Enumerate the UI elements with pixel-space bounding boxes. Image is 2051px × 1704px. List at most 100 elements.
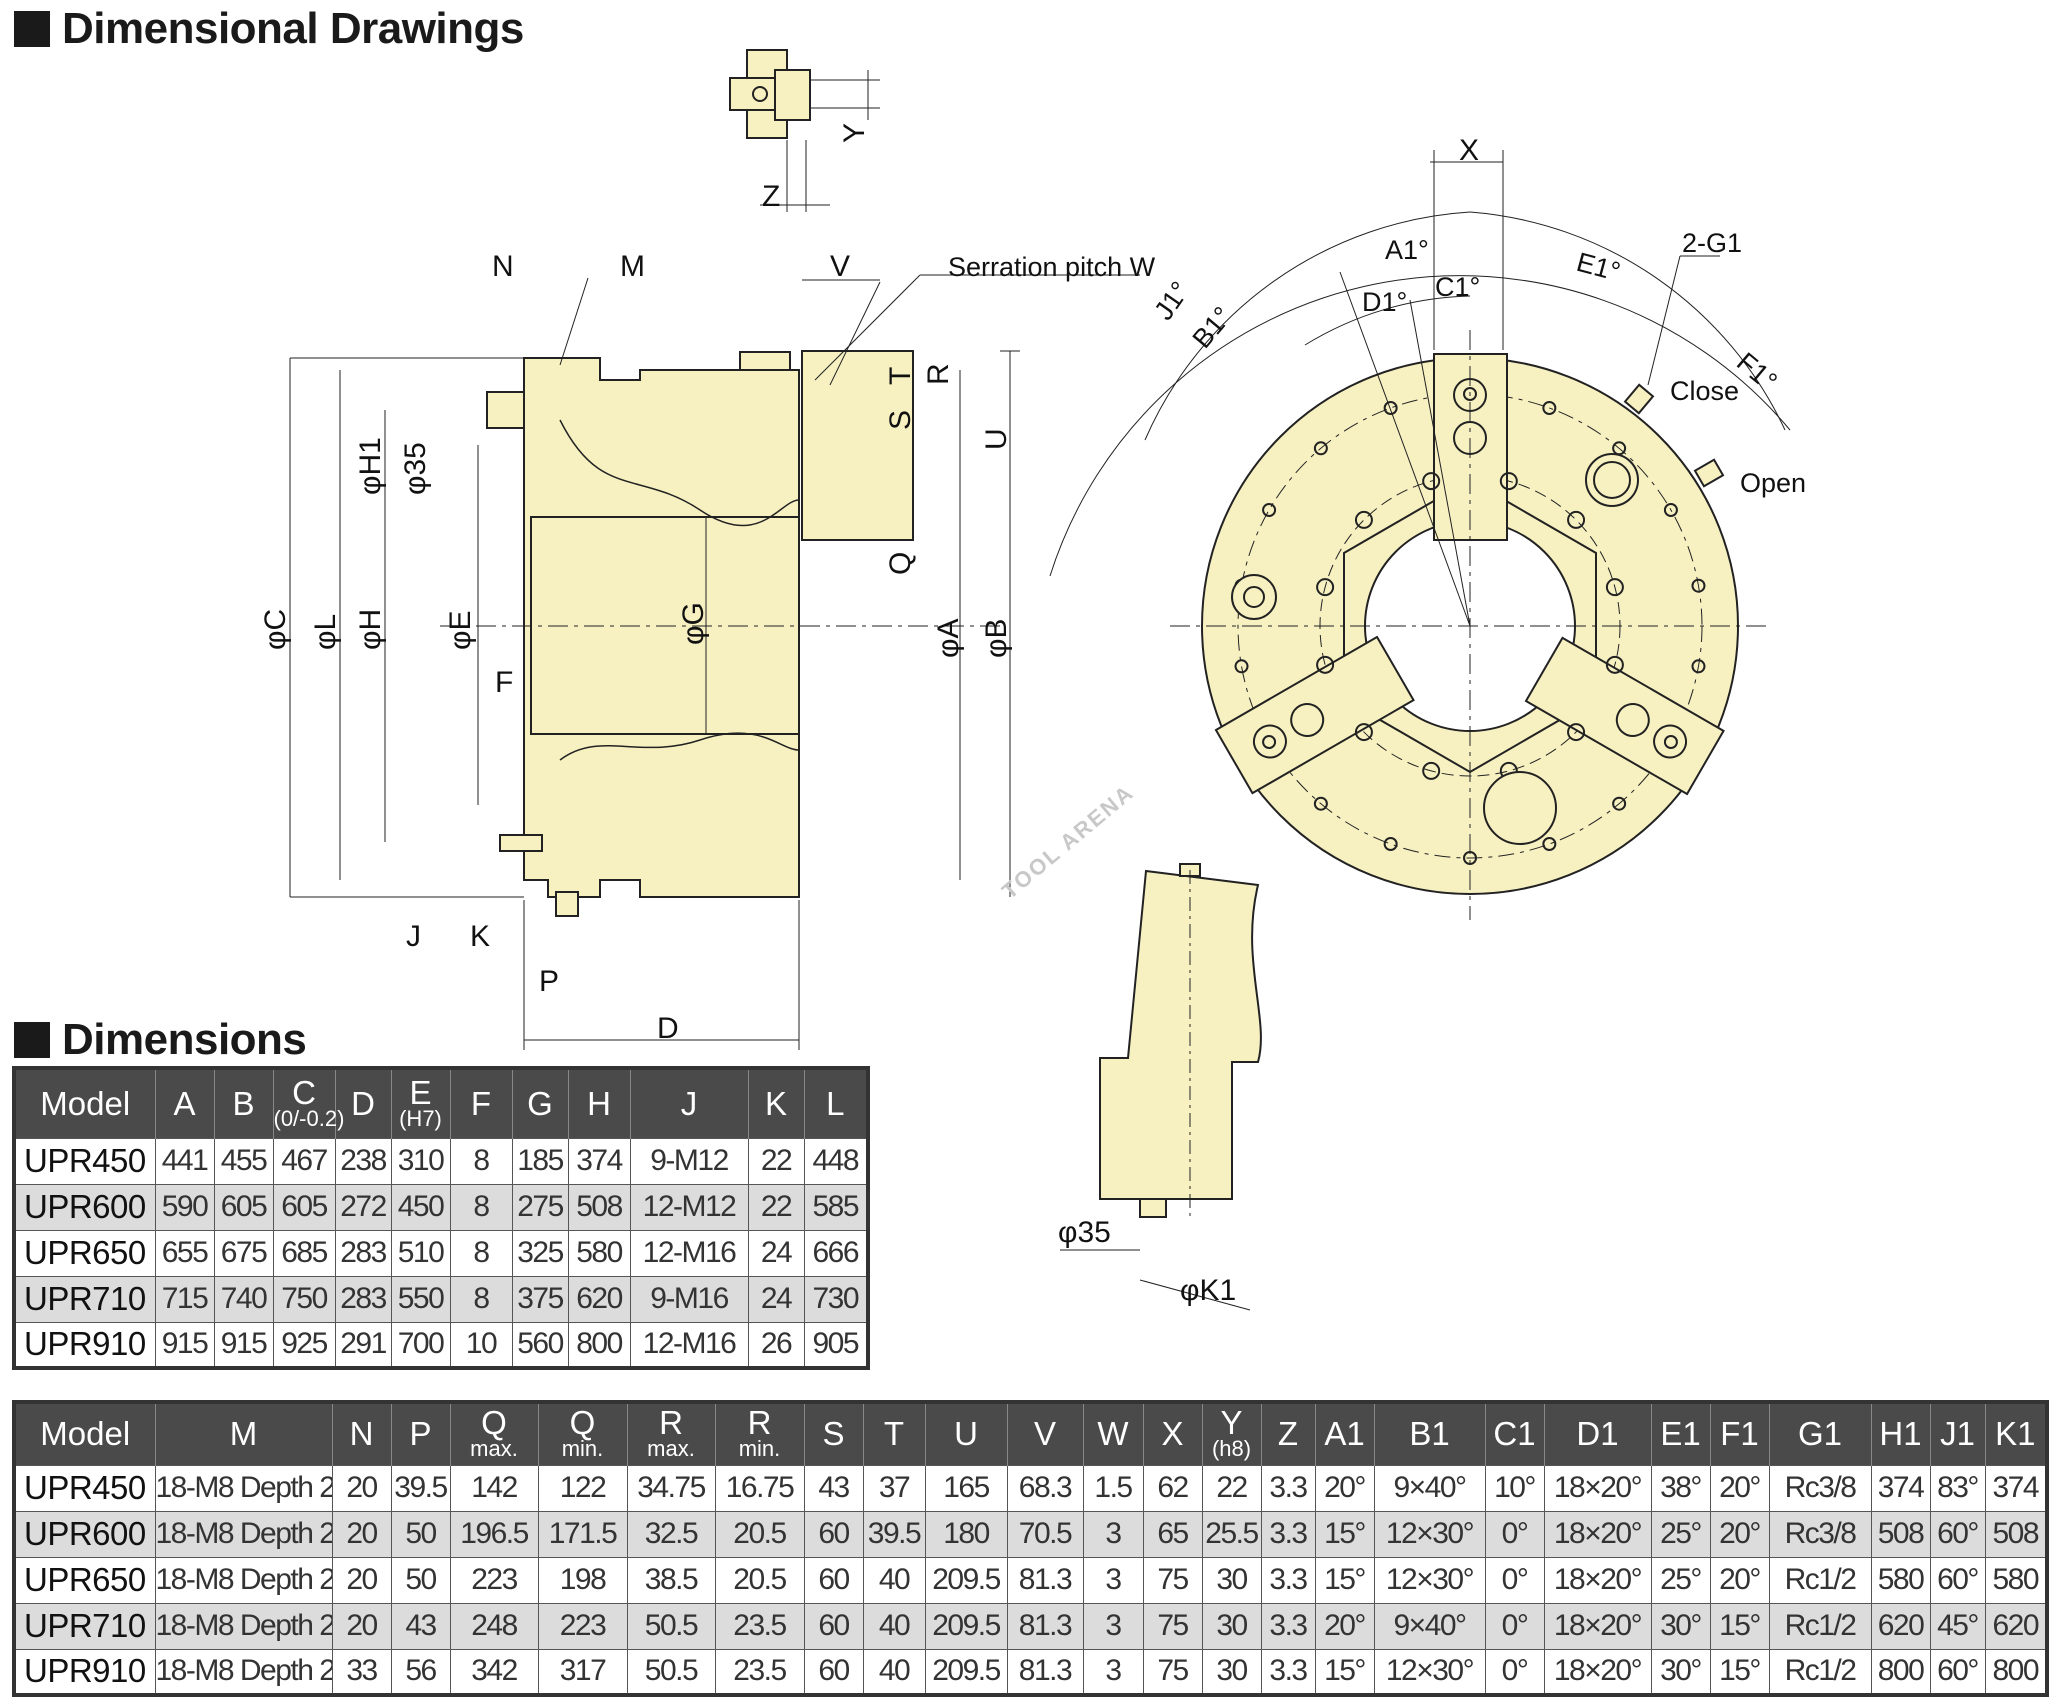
table-cell: 283	[334, 1229, 392, 1277]
table-cell: 20	[331, 1510, 392, 1558]
label-phiK1: φK1	[1180, 1274, 1236, 1307]
table-cell: 18-M8 Depth 20	[154, 1510, 333, 1558]
column-header: G1	[1769, 1402, 1872, 1465]
table-cell: 375	[511, 1275, 569, 1323]
column-header: Model	[14, 1402, 156, 1465]
table-cell: 15°	[1709, 1602, 1770, 1650]
column-header: D	[335, 1068, 392, 1138]
label-D: D	[657, 1012, 679, 1045]
table-cell: 30	[1201, 1556, 1262, 1604]
table-cell: 605	[213, 1183, 274, 1231]
model-cell: UPR910	[13, 1648, 156, 1696]
bolt-hole	[1691, 659, 1706, 674]
table-cell: 915	[154, 1321, 215, 1369]
label-R: R	[922, 363, 955, 385]
label-serration-pitch: Serration pitch W	[948, 252, 1156, 282]
mount-hole	[1316, 655, 1335, 674]
table-cell: 18×20°	[1543, 1464, 1652, 1512]
table-cell: 666	[803, 1229, 869, 1277]
table-cell: 68.3	[1006, 1464, 1084, 1512]
label-T: T	[884, 367, 917, 385]
table-cell: 510	[390, 1229, 451, 1277]
column-header: A	[155, 1068, 215, 1138]
bolt-hole	[1262, 503, 1277, 517]
column-header: V	[1007, 1402, 1084, 1465]
table-cell: 550	[390, 1275, 451, 1323]
table-cell: 50	[390, 1556, 451, 1604]
table-cell: 22	[747, 1183, 805, 1231]
table-cell: 20.5	[714, 1556, 805, 1604]
table-cell: 317	[537, 1648, 628, 1696]
label-close: Close	[1670, 376, 1739, 406]
column-header: W	[1083, 1402, 1144, 1465]
label-phiG: φG	[677, 602, 710, 645]
heading-text: Dimensions	[62, 1015, 307, 1064]
table-cell: 508	[567, 1183, 631, 1231]
bolt-hole	[1313, 441, 1328, 456]
table-cell: 209.5	[924, 1602, 1008, 1650]
table-cell: 685	[272, 1229, 336, 1277]
table-cell: 209.5	[924, 1556, 1008, 1604]
column-header: K	[748, 1068, 805, 1138]
table-cell: 70.5	[1006, 1510, 1084, 1558]
column-header: H	[568, 1068, 631, 1138]
table-cell: 374	[567, 1137, 631, 1185]
column-header: U	[925, 1402, 1008, 1465]
label-Z: Z	[762, 180, 780, 213]
table-cell: 700	[390, 1321, 451, 1369]
table-cell: 15°	[1314, 1648, 1375, 1696]
bolt-hole	[1313, 796, 1328, 811]
table-cell: 180	[924, 1510, 1008, 1558]
table-cell: 18-M8 Depth 20	[154, 1602, 333, 1650]
model-cell: UPR910	[13, 1321, 156, 1369]
table-cell: 122	[537, 1464, 628, 1512]
table-cell: 283	[334, 1275, 392, 1323]
table-cell: 1.5	[1082, 1464, 1144, 1512]
table-cell: 16.75	[714, 1464, 805, 1512]
section-heading-dimensions: Dimensions	[14, 1015, 307, 1065]
column-header: B1	[1374, 1402, 1486, 1465]
table-cell: 26	[747, 1321, 805, 1369]
table-cell: 18-M8 Depth 20	[154, 1648, 333, 1696]
table-cell: 0°	[1484, 1510, 1545, 1558]
table-cell: 455	[213, 1137, 274, 1185]
column-header: H1	[1871, 1402, 1931, 1465]
mount-hole	[1422, 761, 1441, 780]
table-cell: 620	[567, 1275, 631, 1323]
table-cell: 22	[747, 1137, 805, 1185]
label-V: V	[830, 250, 850, 283]
table-cell: 223	[449, 1556, 539, 1604]
table-cell: 34.75	[626, 1464, 716, 1512]
label-P: P	[539, 965, 559, 998]
table-cell: 448	[803, 1137, 869, 1185]
model-cell: UPR600	[13, 1183, 156, 1231]
table-cell: 655	[154, 1229, 215, 1277]
label-phiL: φL	[309, 614, 342, 650]
table-cell: 18-M8 Depth 20	[154, 1464, 333, 1512]
mount-hole	[1605, 655, 1624, 674]
table-cell: 915	[213, 1321, 274, 1369]
table-cell: 12×30°	[1373, 1648, 1486, 1696]
column-header: T	[863, 1402, 926, 1465]
table-cell: 0°	[1484, 1556, 1545, 1604]
table-cell: 291	[334, 1321, 392, 1369]
table-cell: 23.5	[714, 1648, 805, 1696]
table-cell: 15°	[1709, 1648, 1770, 1696]
label-N: N	[492, 250, 514, 283]
table-cell: 715	[154, 1275, 215, 1323]
model-cell: UPR650	[13, 1556, 156, 1604]
label-phiE: φE	[444, 611, 477, 650]
table-cell: 23.5	[714, 1602, 805, 1650]
table-cell: 33	[331, 1648, 392, 1696]
table-cell: 142	[449, 1464, 539, 1512]
table-cell: 20°	[1314, 1602, 1375, 1650]
column-header: E1	[1651, 1402, 1711, 1465]
model-cell: UPR600	[13, 1510, 156, 1558]
table-cell: 3	[1082, 1556, 1144, 1604]
mount-hole	[1567, 723, 1586, 742]
table-cell: 198	[537, 1556, 628, 1604]
column-header: B	[214, 1068, 274, 1138]
